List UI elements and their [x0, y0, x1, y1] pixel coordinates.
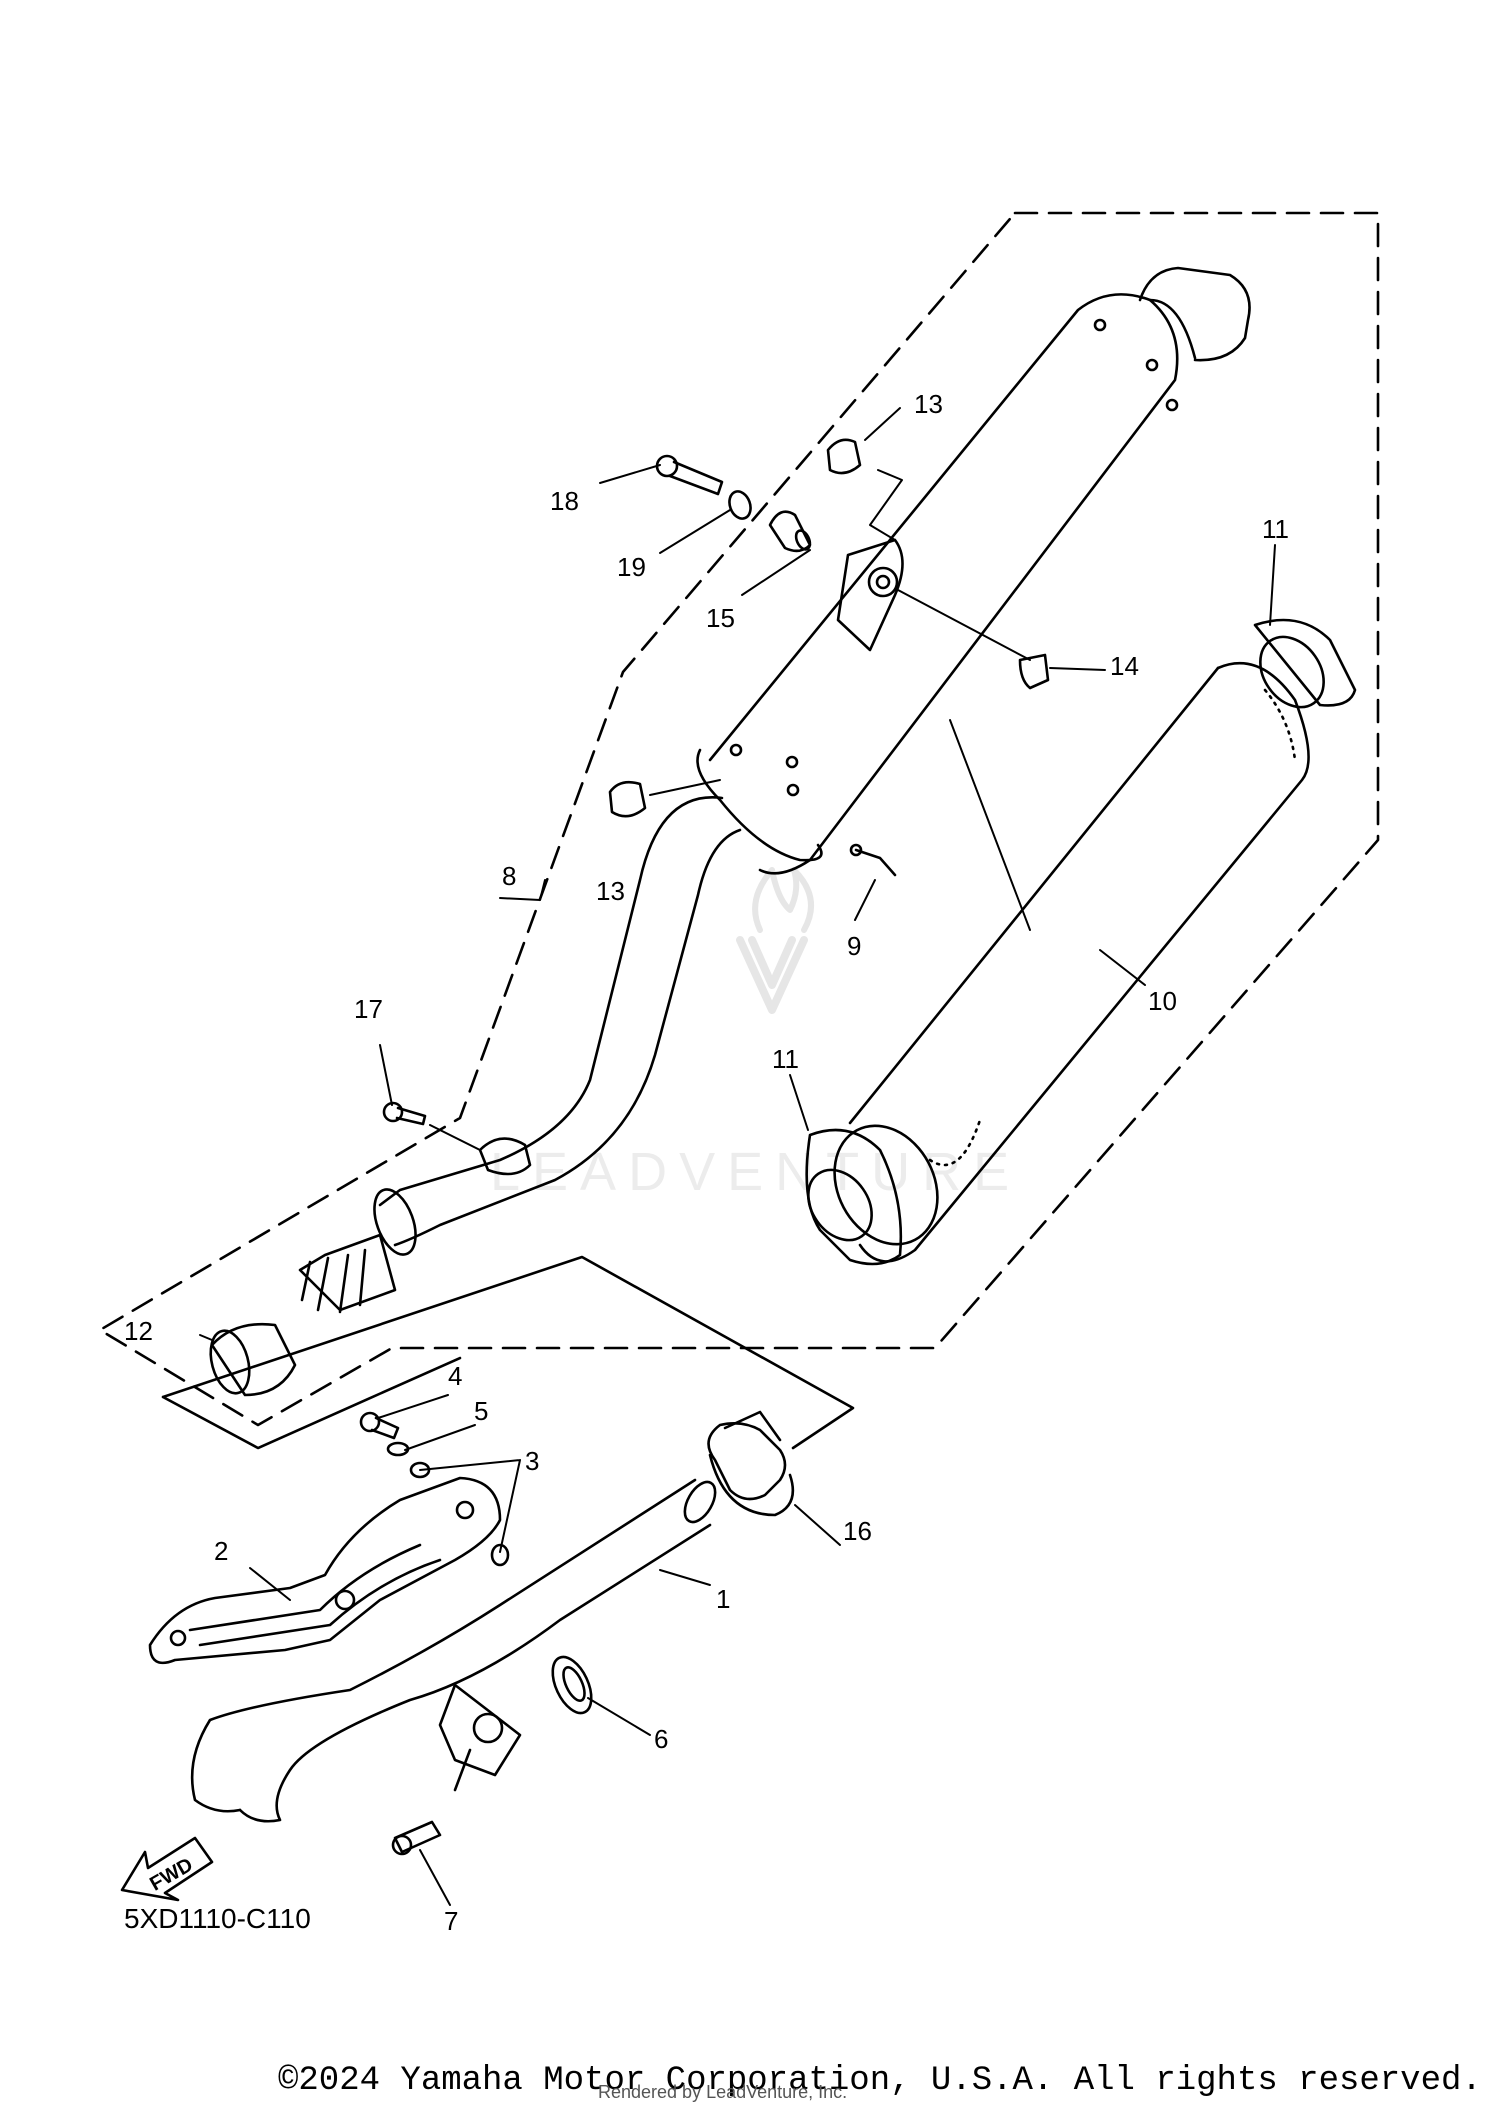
grommet-13-upper — [826, 438, 862, 475]
callout-1: 1 — [716, 1584, 730, 1614]
callout-16: 16 — [843, 1516, 872, 1546]
diagram-code: 5XD1110-C110 — [124, 1903, 311, 1934]
clamp-group-box — [161, 1255, 855, 1450]
callout-7: 7 — [444, 1906, 458, 1936]
callout-19: 19 — [617, 552, 646, 582]
callout-15: 15 — [706, 603, 735, 633]
callout-6: 6 — [654, 1724, 668, 1754]
bolt-17 — [382, 1101, 427, 1126]
callouts: 1 2 3 4 5 6 7 8 9 10 11 11 12 13 13 14 1… — [124, 389, 1289, 1936]
end-cap-gasket-upper — [1253, 618, 1357, 709]
copyright-notice: ©2024 Yamaha Motor Corporation, U.S.A. A… — [278, 2062, 1482, 2100]
callout-2: 2 — [214, 1536, 228, 1566]
grommet-15 — [768, 510, 812, 553]
bolt-4 — [359, 1411, 400, 1440]
callout-14: 14 — [1110, 651, 1139, 681]
end-cap-gasket-lower — [805, 1128, 903, 1266]
rendered-by-credit: Rendered by LeadVenture, Inc. — [598, 2082, 848, 2102]
callout-11-lower: 11 — [772, 1044, 799, 1074]
callout-10: 10 — [1148, 986, 1177, 1016]
callout-9: 9 — [847, 931, 861, 961]
washer-19 — [728, 490, 752, 520]
exhaust-header-pipe — [190, 1478, 717, 1823]
gasket-ring — [209, 1322, 297, 1397]
callout-11-upper: 11 — [1262, 514, 1289, 544]
exhaust-clamp — [707, 1410, 795, 1517]
fwd-arrow: FWD — [120, 1836, 214, 1902]
leader-lines — [199, 407, 1276, 1906]
link-pipe — [298, 796, 742, 1314]
callout-8: 8 — [502, 861, 516, 891]
muffler-assembly-boundary — [98, 211, 1380, 1427]
muffler-body — [696, 266, 1251, 875]
callout-13-upper: 13 — [914, 389, 943, 419]
heat-protector — [148, 1476, 502, 1665]
callout-18: 18 — [550, 486, 579, 516]
callout-17: 17 — [354, 994, 383, 1024]
callout-3: 3 — [525, 1446, 539, 1476]
callout-5: 5 — [474, 1396, 488, 1426]
collar-14 — [1018, 653, 1050, 690]
bolt-7 — [391, 1820, 442, 1856]
leadventure-watermark: LEADVENTURE — [490, 867, 1009, 1202]
callout-4: 4 — [448, 1361, 462, 1391]
callout-13-lower: 13 — [596, 876, 625, 906]
grommet-13-lower — [608, 780, 647, 818]
callout-12: 12 — [124, 1316, 153, 1346]
exhaust-gasket — [551, 1655, 593, 1715]
bolt-18 — [655, 454, 724, 496]
rivet-9 — [849, 843, 897, 877]
